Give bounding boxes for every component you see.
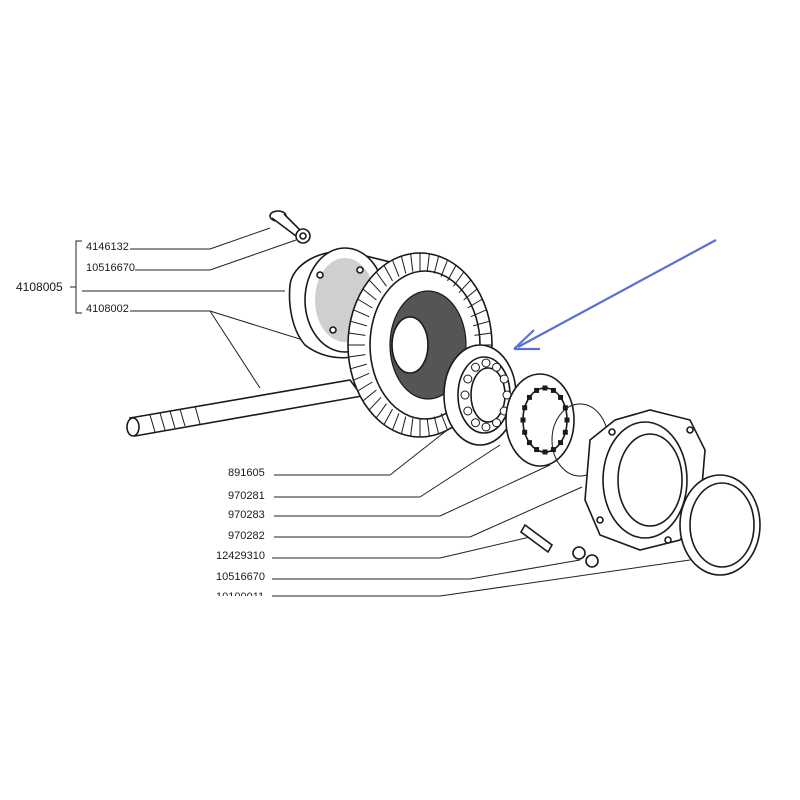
bearing-retainer (584, 409, 706, 551)
label-retainer: 970282 (228, 530, 265, 542)
assembly-part-number: 4108005 (16, 280, 63, 294)
label-pinion-differential: 4108002 (86, 303, 129, 315)
cropped-label-clip: 10100011 (216, 591, 264, 603)
washer-bottom (572, 546, 599, 568)
washer-top (295, 228, 311, 244)
label-bolt: 4146132 (86, 241, 129, 253)
bolt (269, 210, 302, 238)
pinion-shaft (126, 379, 364, 437)
pointer-arrow (513, 239, 717, 351)
label-washer-top: 10516670 (86, 262, 135, 274)
stud (519, 523, 554, 554)
ball-bearing (443, 344, 517, 446)
label-snap-ring: 970283 (228, 509, 265, 521)
ring-nut (505, 373, 575, 467)
label-cut-off: 10100011 (216, 591, 264, 603)
label-washer-bottom: 10516670 (216, 571, 265, 583)
label-stud: 12429310 (216, 550, 265, 562)
assembly-bracket (70, 240, 82, 314)
crown-gear (347, 252, 493, 438)
label-ring-nut: 970281 (228, 490, 265, 502)
label-bearing: 891605 (228, 467, 265, 479)
lock-plate (679, 474, 761, 576)
leader-lines (82, 227, 691, 597)
